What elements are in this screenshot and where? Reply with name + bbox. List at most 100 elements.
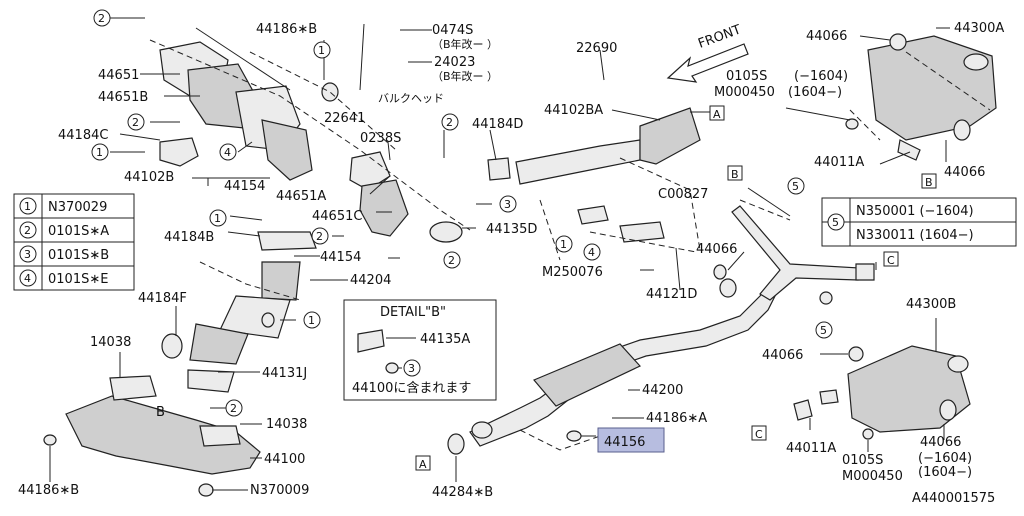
callout-circle-5: 5: [792, 180, 799, 193]
callout-44300A: 44300A: [954, 21, 1004, 36]
legend-key: 5: [832, 216, 839, 229]
box-letter-a: A: [419, 458, 427, 471]
legend-key: 2: [24, 224, 31, 237]
callout-circle-1: 1: [308, 314, 315, 327]
callout-circle-2: 2: [316, 230, 323, 243]
legend-row: 4 0101S∗E: [19, 269, 108, 287]
callout-N370009: N370009: [250, 483, 309, 498]
callout-44066-range: (−1604): [918, 451, 972, 466]
callout-44011A: 44011A: [786, 441, 836, 456]
callout-44184F: 44184F: [138, 291, 187, 306]
callout-circle-2: 2: [98, 12, 105, 25]
callout-C00827: C00827: [658, 187, 708, 202]
callout-44184B: 44184B: [164, 230, 214, 245]
callout-circle-1: 1: [560, 238, 567, 251]
box-letter-c: C: [887, 254, 895, 267]
detail-title: DETAIL"B": [380, 305, 446, 320]
legend-code: N370029: [48, 200, 107, 215]
legend-code: N330011 (1604−): [856, 228, 974, 243]
callout-44100: 44100: [264, 452, 305, 467]
y-pipe-assembly: [161, 205, 665, 393]
callout-circle-1: 1: [96, 146, 103, 159]
callout-44135A: 44135A: [420, 332, 470, 347]
callout-44066-range2: (1604−): [918, 465, 972, 480]
callout-0474S: 0474S: [432, 23, 473, 38]
callout-letter-b: B: [156, 405, 165, 420]
legend-key: 4: [24, 272, 31, 285]
callout-M250076: M250076: [542, 265, 603, 280]
callout-circle-2: 2: [448, 254, 455, 267]
legend-key: 3: [24, 248, 31, 261]
highlighted-part-44156[interactable]: 44156: [566, 427, 665, 453]
callout-44066: 44066: [944, 165, 985, 180]
callout-0474S-note: （B年改ー ）: [432, 37, 498, 51]
callout-M000450: M000450: [842, 469, 903, 484]
callout-22641: 22641: [324, 111, 365, 126]
callout-M000450-range: (1604−): [788, 85, 842, 100]
box-letter-b: B: [731, 168, 739, 181]
callout-44184D: 44184D: [472, 117, 523, 132]
muffler-upper-44300A: [845, 33, 997, 161]
callout-0105S: 0105S: [726, 69, 767, 84]
part-labels: 44186∗B 0474S （B年改ー ） 24023 （B年改ー ） バルクヘ…: [18, 21, 1004, 506]
box-letter-b: B: [925, 176, 933, 189]
callout-44102B: 44102B: [124, 170, 174, 185]
callout-0238S: 0238S: [360, 131, 401, 146]
callout-44184C: 44184C: [58, 128, 108, 143]
legend-right: 5 N350001 (−1604) N330011 (1604−): [821, 197, 1017, 247]
legend-row: 3 0101S∗B: [19, 245, 109, 263]
callout-44186B: 44186∗B: [256, 22, 317, 37]
callout-circle-2: 2: [230, 402, 237, 415]
legend-code: 0101S∗B: [48, 248, 109, 263]
callout-44651C: 44651C: [312, 209, 362, 224]
muffler-lower-44300B: [793, 345, 971, 440]
callout-14038: 14038: [90, 335, 131, 350]
callout-44131J: 44131J: [262, 366, 307, 381]
callout-circle-2: 2: [132, 116, 139, 129]
callout-24023-note: （B年改ー ）: [432, 69, 498, 83]
callout-44066: 44066: [696, 242, 737, 257]
callout-circle-3: 3: [504, 198, 511, 211]
callout-44300B: 44300B: [906, 297, 956, 312]
callout-44284B: 44284∗B: [432, 485, 493, 500]
box-letter-a: A: [713, 108, 721, 121]
legend-row: 1 N370029: [19, 197, 107, 215]
legend-code: 0101S∗A: [48, 224, 109, 239]
callout-circle-4: 4: [588, 246, 595, 259]
callout-44651B: 44651B: [98, 90, 148, 105]
detail-note: 44100に含まれます: [352, 380, 471, 396]
front-pipe-44100: [43, 375, 261, 497]
dashed-guides: [149, 39, 991, 451]
circled-callouts: 2 1 2 1 4 2 5 3 1 2 1 4 2 1 5 2: [91, 9, 833, 417]
callout-44200: 44200: [642, 383, 683, 398]
callout-circle-5: 5: [820, 324, 827, 337]
callout-circle-3: 3: [408, 362, 415, 375]
callout-circle-4: 4: [224, 146, 231, 159]
callout-0105S-range: (−1604): [794, 69, 848, 84]
callout-44154: 44154: [224, 179, 265, 194]
callout-circle-2: 2: [446, 116, 453, 129]
legend-code: N350001 (−1604): [856, 204, 974, 219]
callout-44135D: 44135D: [486, 222, 537, 237]
boxed-letters: A B B C C A: [415, 105, 937, 471]
callout-44204: 44204: [350, 273, 391, 288]
legend-left: 1 N370029 2 0101S∗A 3 0101S∗B 4 0101S∗E: [13, 193, 135, 291]
callout-44066: 44066: [762, 348, 803, 363]
highlighted-part-label[interactable]: 44156: [604, 435, 645, 450]
callout-bulkhead: バルクヘッド: [378, 92, 444, 105]
callout-44066: 44066: [806, 29, 847, 44]
leader-lines: [49, 17, 950, 491]
callout-44651: 44651: [98, 68, 139, 83]
callout-circle-1: 1: [318, 44, 325, 57]
callout-0105S: 0105S: [842, 453, 883, 468]
callout-44186B: 44186∗B: [18, 483, 79, 498]
callout-22690: 22690: [576, 41, 617, 56]
legend-row: 2 0101S∗A: [19, 221, 109, 239]
box-letter-c: C: [755, 428, 763, 441]
diagram-reference-id: A440001575: [912, 491, 995, 506]
callout-M000450: M000450: [714, 85, 775, 100]
callout-44011A: 44011A: [814, 155, 864, 170]
legend-code: 0101S∗E: [48, 272, 108, 287]
